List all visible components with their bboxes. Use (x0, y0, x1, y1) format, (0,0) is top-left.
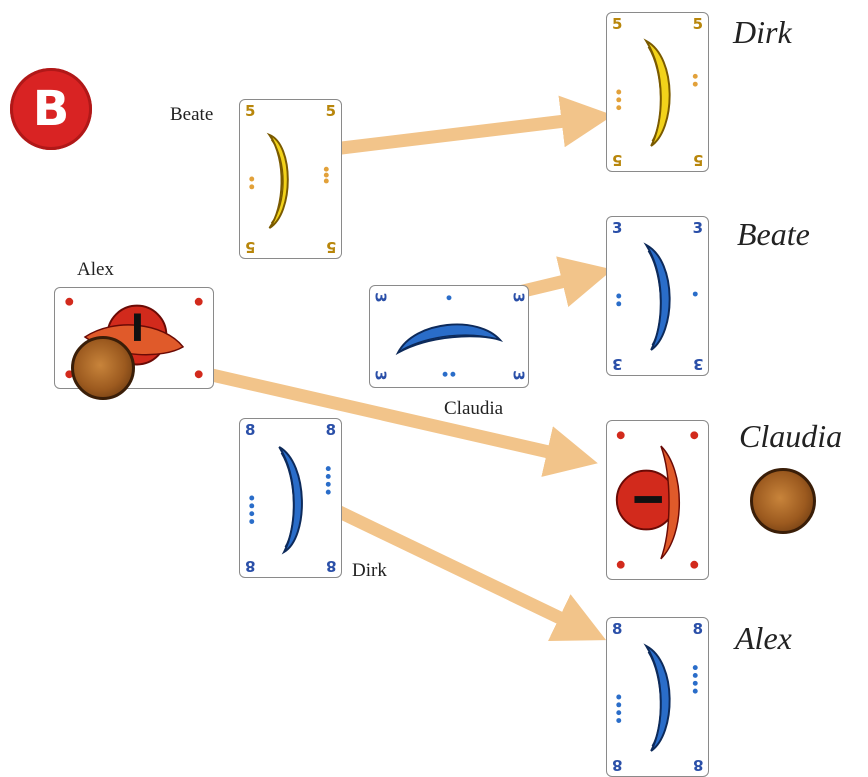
label-beate-played: Beate (170, 104, 214, 125)
rank-corner: 8 (245, 557, 256, 575)
card-beate-received-blue-3: 3 3 3 3 (606, 216, 709, 376)
round-badge-letter: B (32, 81, 70, 137)
rank-corner: 5 (612, 15, 623, 33)
rank-corner: 8 (612, 756, 623, 774)
rank-corner: 8 (612, 620, 623, 638)
label-dirk-played: Dirk (352, 560, 387, 581)
card-beate-yellow-5: 5 5 5 5 (239, 99, 342, 259)
label-beate-received: Beate (737, 216, 810, 252)
rank-corner: 8 (692, 620, 703, 638)
rank-corner: 8 (325, 421, 336, 439)
blue-leaf-icon (616, 643, 698, 752)
label-alex-played: Alex (77, 259, 114, 280)
arrow-alex-to-claudia (188, 363, 598, 477)
label-claudia-played: Claudia (444, 398, 504, 419)
rank-corner: 3 (612, 355, 623, 373)
arrow-beate-to-dirk (324, 95, 614, 157)
rank-corner: 3 (371, 292, 390, 303)
card-claudia-blue-3: 3 3 3 3 (369, 285, 529, 388)
card-dirk-blue-8: 8 8 8 8 (239, 418, 342, 578)
label-alex-received: Alex (735, 620, 792, 656)
blue-leaf-icon (616, 242, 698, 351)
card-dirk-received-yellow-5: 5 5 5 5 (606, 12, 709, 172)
rank-corner: 3 (371, 370, 390, 381)
rank-corner: 5 (612, 151, 623, 169)
rank-corner: 3 (509, 292, 528, 303)
rank-corner: 5 (325, 102, 336, 120)
blue-leaf-icon (249, 446, 331, 555)
rank-corner: 8 (245, 421, 256, 439)
card-claudia-received-red-I (606, 420, 709, 580)
round-badge: B (10, 68, 92, 150)
label-dirk-received: Dirk (733, 14, 792, 50)
red-heart-icon (615, 431, 699, 569)
yellow-leaf-icon (616, 38, 698, 147)
acorn-coin-icon (71, 336, 135, 400)
yellow-leaf-icon (249, 132, 329, 229)
card-alex-received-blue-8: 8 8 8 8 (606, 617, 709, 777)
rank-corner: 5 (245, 238, 256, 256)
blue-leaf-icon (395, 295, 504, 377)
acorn-coin-icon (750, 468, 816, 534)
rank-corner: 5 (245, 102, 256, 120)
rank-corner: 5 (692, 15, 703, 33)
rank-corner: 3 (692, 219, 703, 237)
rank-corner: 3 (612, 219, 623, 237)
rank-corner: 8 (692, 756, 703, 774)
rank-corner: 3 (692, 355, 703, 373)
rank-corner: 5 (325, 238, 336, 256)
rank-corner: 3 (509, 370, 528, 381)
rank-corner: 8 (325, 557, 336, 575)
arrow-dirk-to-alex (322, 499, 607, 642)
label-claudia-received: Claudia (739, 418, 843, 454)
rank-corner: 5 (692, 151, 703, 169)
